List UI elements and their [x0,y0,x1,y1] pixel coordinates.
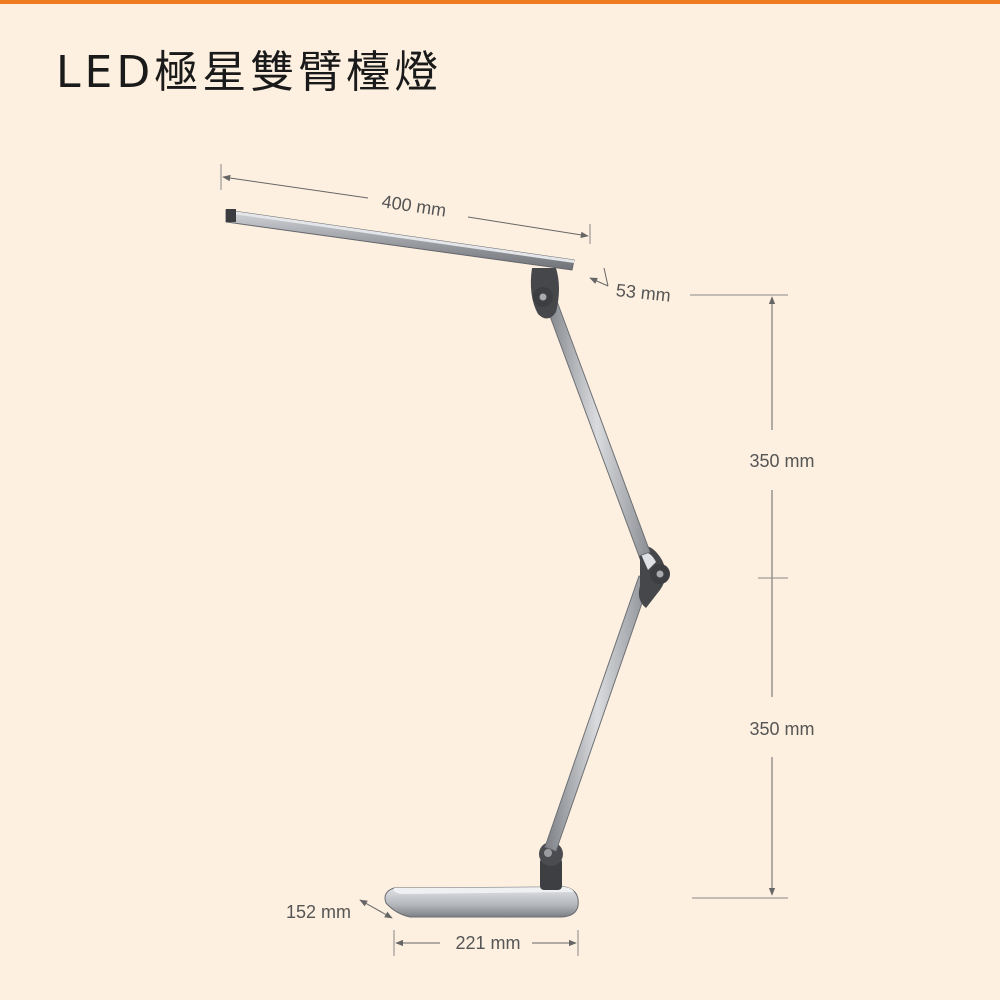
dimension-base-width: 221 mm [393,930,579,956]
dimension-label-upper-arm: 350 mm [749,451,814,471]
top-accent-bar [0,0,1000,4]
upper-arm [543,295,651,557]
dimension-label-base-depth: 152 mm [286,902,351,922]
dimension-label-head-depth: 53 mm [615,280,672,306]
elbow-joint [636,545,670,608]
dimension-base-depth: 152 mm [286,899,393,922]
page-title: LED極星雙臂檯燈 [56,47,443,98]
lamp-base [384,886,579,918]
lower-arm [544,575,651,852]
head-joint [530,268,559,319]
dimension-head-depth: 53 mm [589,267,788,306]
dimension-head-length: 400 mm [220,164,591,244]
dimension-label-lower-arm: 350 mm [749,719,814,739]
dimension-label-head-length: 400 mm [380,191,447,220]
lamp-head [225,209,575,271]
dimension-label-base-width: 221 mm [455,933,520,953]
dimension-arm-heights: 350 mm 350 mm [692,296,815,899]
